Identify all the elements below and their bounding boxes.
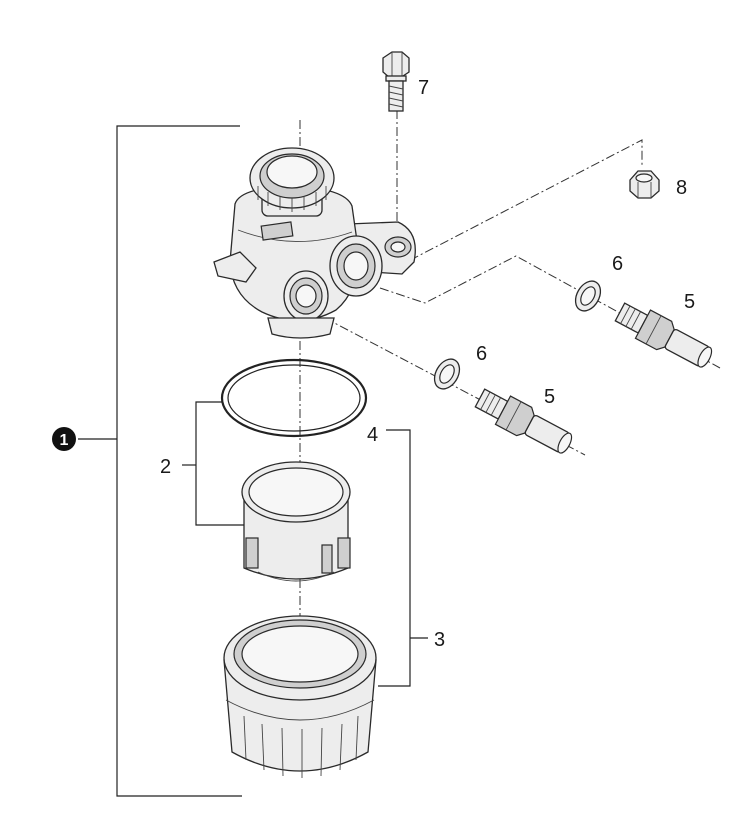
washer-lower-part — [433, 358, 461, 390]
leader-lines — [182, 401, 428, 687]
fitting-upper-part — [614, 302, 713, 368]
callout-bolt: 7 — [418, 77, 429, 99]
callout-washer-lower: 6 — [476, 343, 487, 365]
fitting-lower-part — [474, 388, 573, 454]
bowl-part — [223, 615, 377, 778]
callout-assembly-label: 1 — [60, 432, 69, 449]
callout-fitting-upper: 5 — [684, 291, 695, 313]
assembly-bracket — [78, 125, 242, 797]
o-ring-part — [220, 358, 368, 438]
bolt-part — [382, 51, 410, 112]
nut-part — [629, 170, 660, 199]
callout-assembly: 1 — [52, 427, 76, 451]
strainer-part — [241, 461, 351, 582]
callout-nut: 8 — [676, 177, 687, 199]
callout-fitting-lower: 5 — [544, 386, 555, 408]
callout-strainer-group: 4 — [367, 424, 378, 446]
washer-upper-part — [574, 280, 602, 312]
callout-washer-upper: 6 — [612, 253, 623, 275]
filter-head-part — [213, 147, 416, 339]
callout-bowl: 3 — [434, 629, 445, 651]
callout-o-ring: 2 — [160, 456, 171, 478]
